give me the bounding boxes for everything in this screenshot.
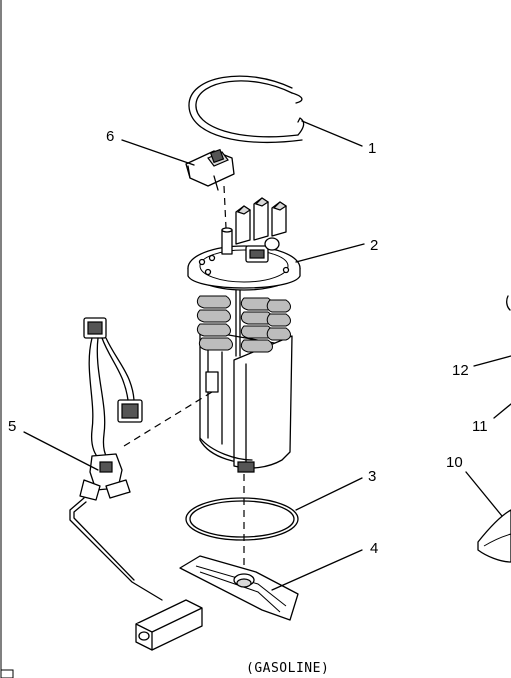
callout-4: 4 xyxy=(370,540,378,557)
retaining-ring xyxy=(188,75,305,143)
fuel-sensor xyxy=(185,148,235,191)
callout-5: 5 xyxy=(8,418,16,435)
callout-6: 6 xyxy=(106,128,114,145)
left-coil-spring xyxy=(196,295,233,351)
fuel-pump-module xyxy=(187,197,301,473)
harness-dashed-guide xyxy=(123,391,213,447)
leader-line-2 xyxy=(295,243,365,263)
right-coil-spring xyxy=(240,297,291,353)
seal-o-ring xyxy=(185,497,299,541)
callout-1: 1 xyxy=(368,140,376,157)
callout-3: 3 xyxy=(368,468,376,485)
leader-line-4 xyxy=(271,549,363,591)
wiring-harness xyxy=(69,317,203,651)
frame-corner-mark xyxy=(0,669,14,678)
leader-line-3 xyxy=(295,477,363,511)
callout-12: 12 xyxy=(452,362,469,379)
leader-line-5 xyxy=(23,431,99,471)
sensor-dashed-guide xyxy=(223,185,227,229)
diagram-caption: (GASOLINE) xyxy=(246,661,329,676)
leader-line-10 xyxy=(465,471,503,517)
callout-11: 11 xyxy=(472,418,488,435)
partial-right-components xyxy=(477,295,511,563)
leader-line-1 xyxy=(301,120,363,147)
leader-line-12 xyxy=(473,355,511,367)
fuel-line-fittings xyxy=(235,197,288,245)
callout-10: 10 xyxy=(446,454,463,471)
leader-line-11 xyxy=(493,403,511,419)
callout-2: 2 xyxy=(370,237,378,254)
fuel-strainer xyxy=(179,555,299,621)
leader-line-6 xyxy=(121,139,195,166)
